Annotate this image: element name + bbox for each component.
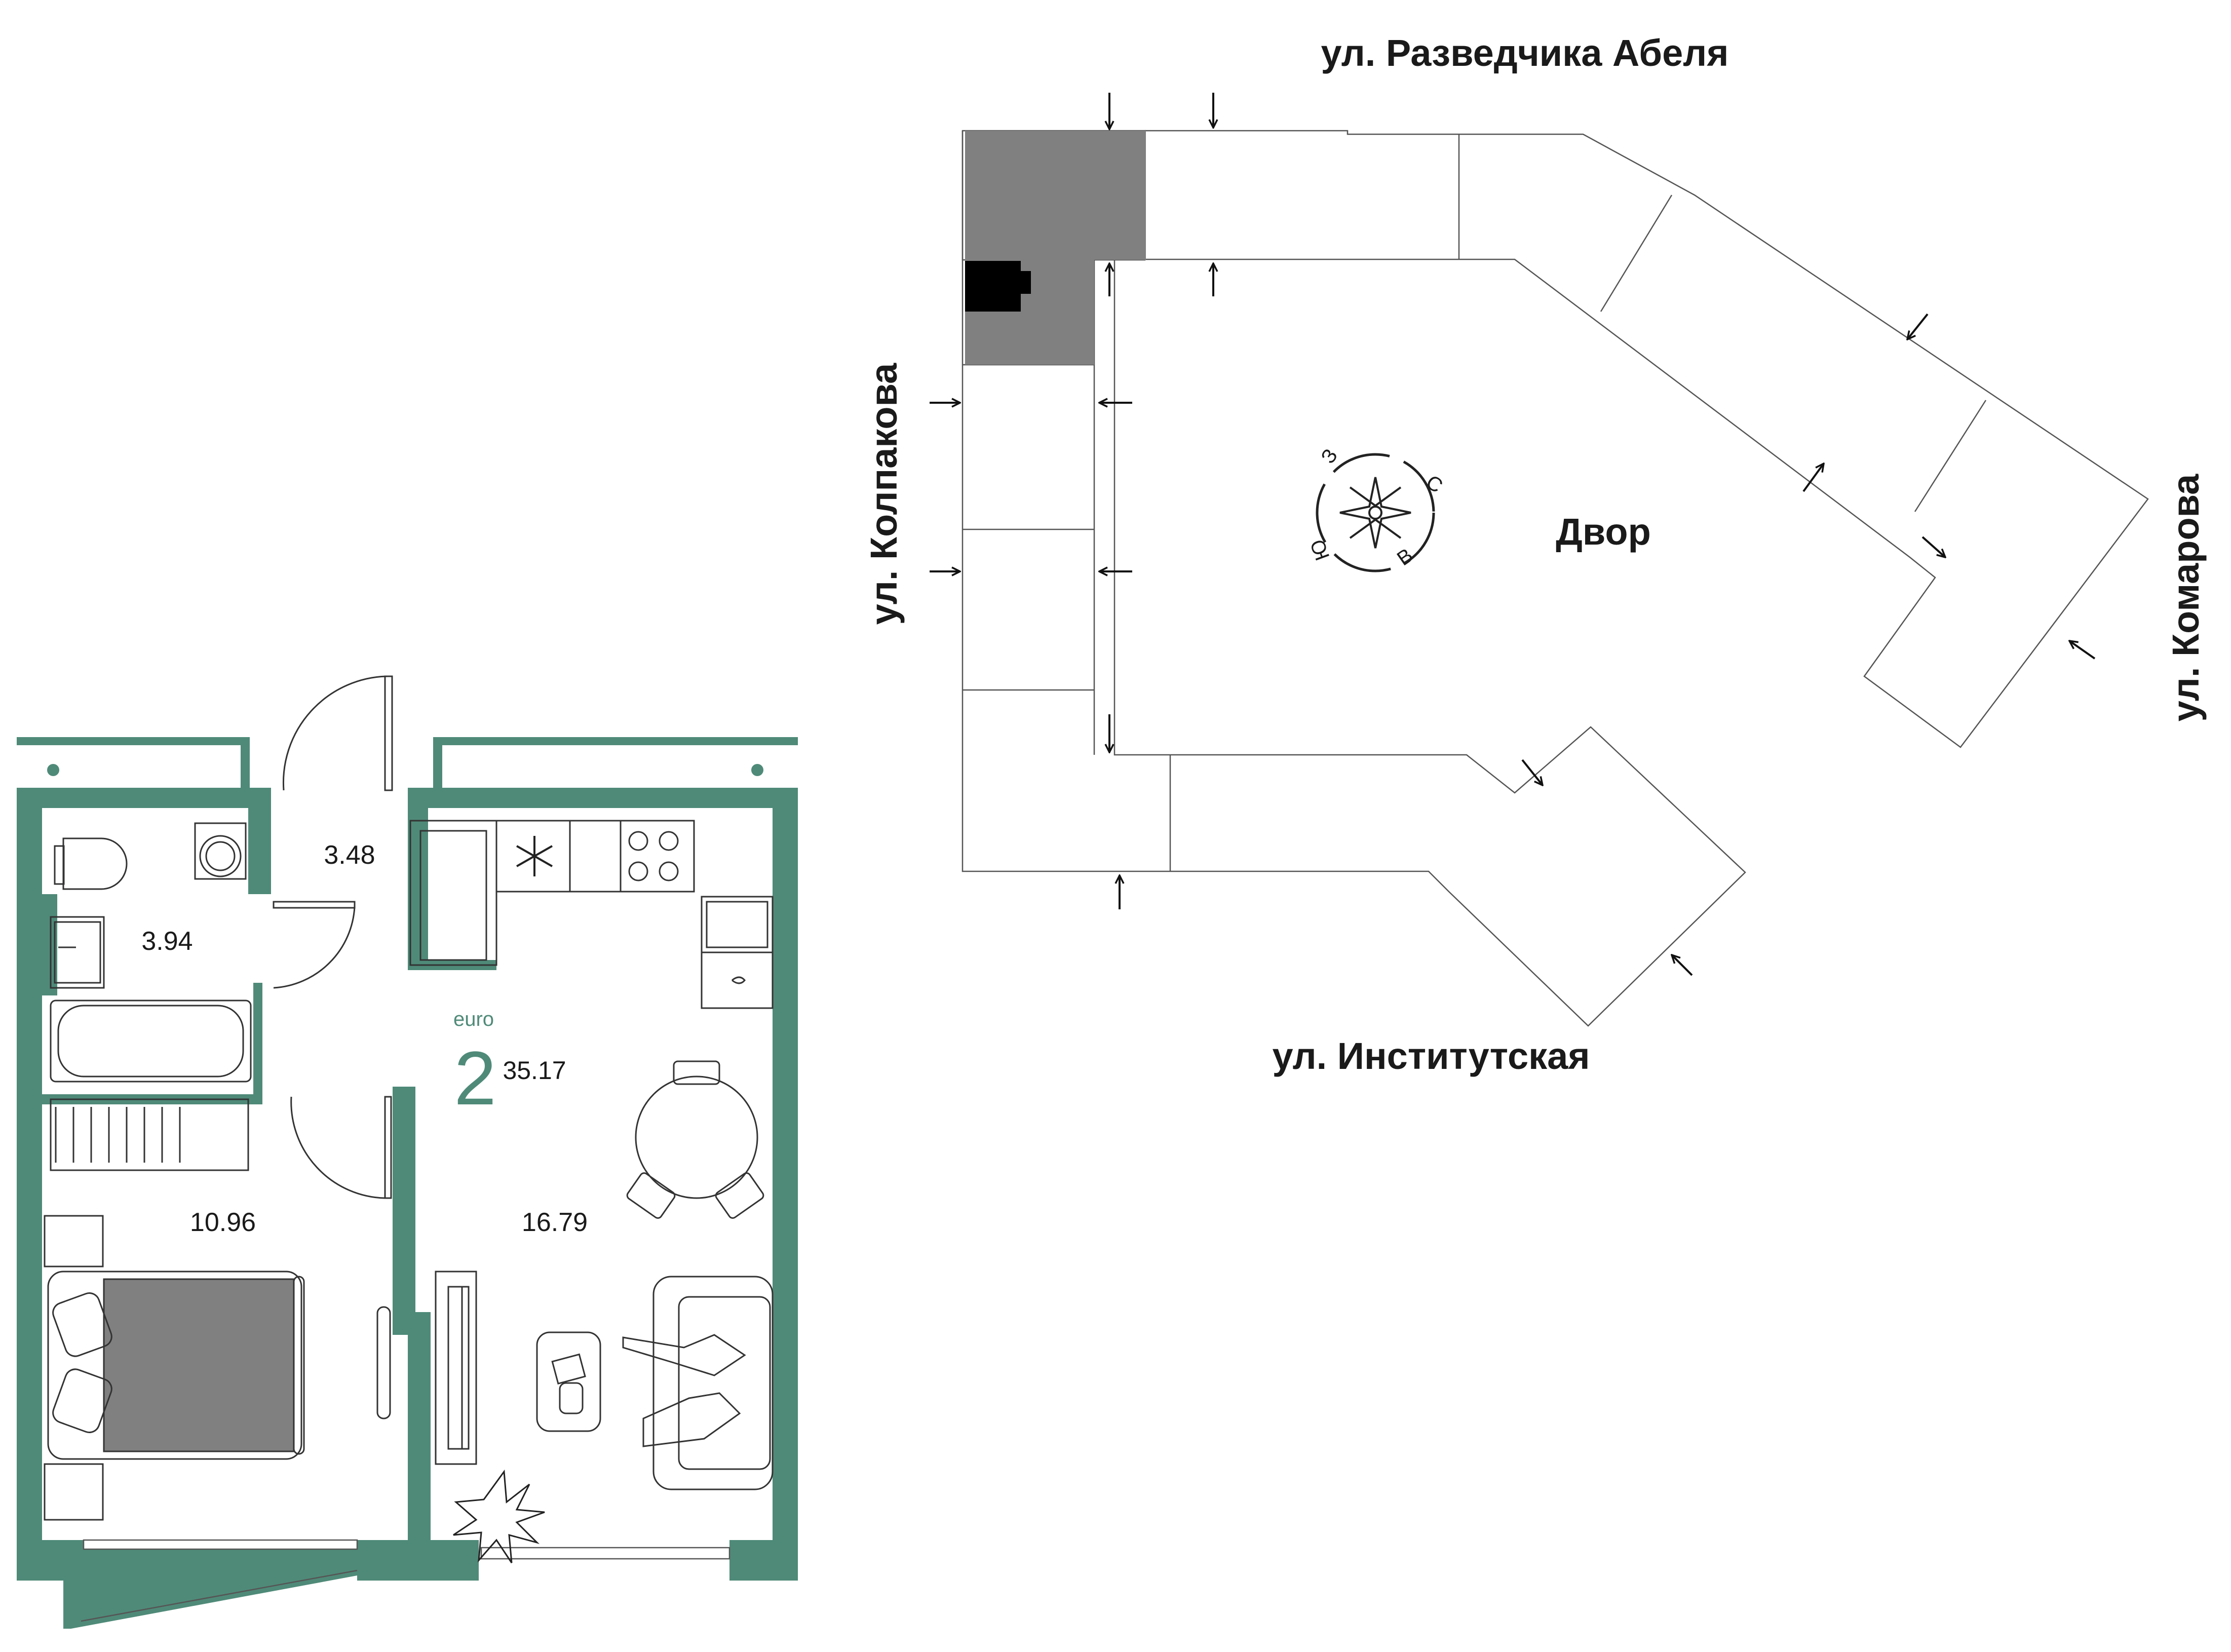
windows xyxy=(81,1539,730,1622)
exterior-walls xyxy=(17,737,798,1629)
rooms-count: 2 xyxy=(454,1035,496,1121)
street-bottom: ул. Институтская xyxy=(1272,1035,1590,1077)
kitchen-fixtures xyxy=(409,820,774,1009)
sofa xyxy=(622,1276,774,1490)
compass-north: С xyxy=(1422,471,1447,497)
compass-south: Ю xyxy=(1306,536,1334,563)
tv-unit xyxy=(435,1271,477,1465)
building-marker xyxy=(965,261,1031,312)
bedroom-area: 10.96 xyxy=(190,1208,256,1237)
rail-marker-left xyxy=(47,764,59,776)
doors xyxy=(273,675,393,1199)
compass-icon xyxy=(1316,453,1435,572)
site-map: С В Ю З Двор ул. Разведчика Абеля ул. Ин… xyxy=(863,32,2207,1077)
highlighted-section xyxy=(965,131,1146,365)
street-right: ул. Комарова xyxy=(2165,474,2207,722)
bathroom-fixtures xyxy=(50,822,252,1083)
apartment-plan: 3.48 3.94 10.96 16.79 euro 2 35.17 xyxy=(17,675,798,1629)
bedroom-furniture xyxy=(44,1098,391,1521)
plant-icon xyxy=(453,1469,545,1563)
coffee-table xyxy=(536,1331,601,1432)
rail-marker-right xyxy=(751,764,763,776)
bathroom-area: 3.94 xyxy=(141,927,193,956)
snowflake-icon xyxy=(516,836,553,876)
courtyard-label: Двор xyxy=(1556,511,1651,553)
entrance-arrows xyxy=(930,93,2096,976)
building-outline xyxy=(961,130,2149,1027)
apartment-type-prefix: euro xyxy=(453,1008,494,1030)
hall-area: 3.48 xyxy=(324,840,375,870)
total-area: 35.17 xyxy=(503,1056,566,1085)
dining-set xyxy=(626,1060,764,1219)
street-top: ул. Разведчика Абеля xyxy=(1321,32,1729,74)
street-left: ул. Колпакова xyxy=(863,363,905,625)
compass-west: З xyxy=(1317,445,1342,468)
living-area: 16.79 xyxy=(522,1208,588,1237)
